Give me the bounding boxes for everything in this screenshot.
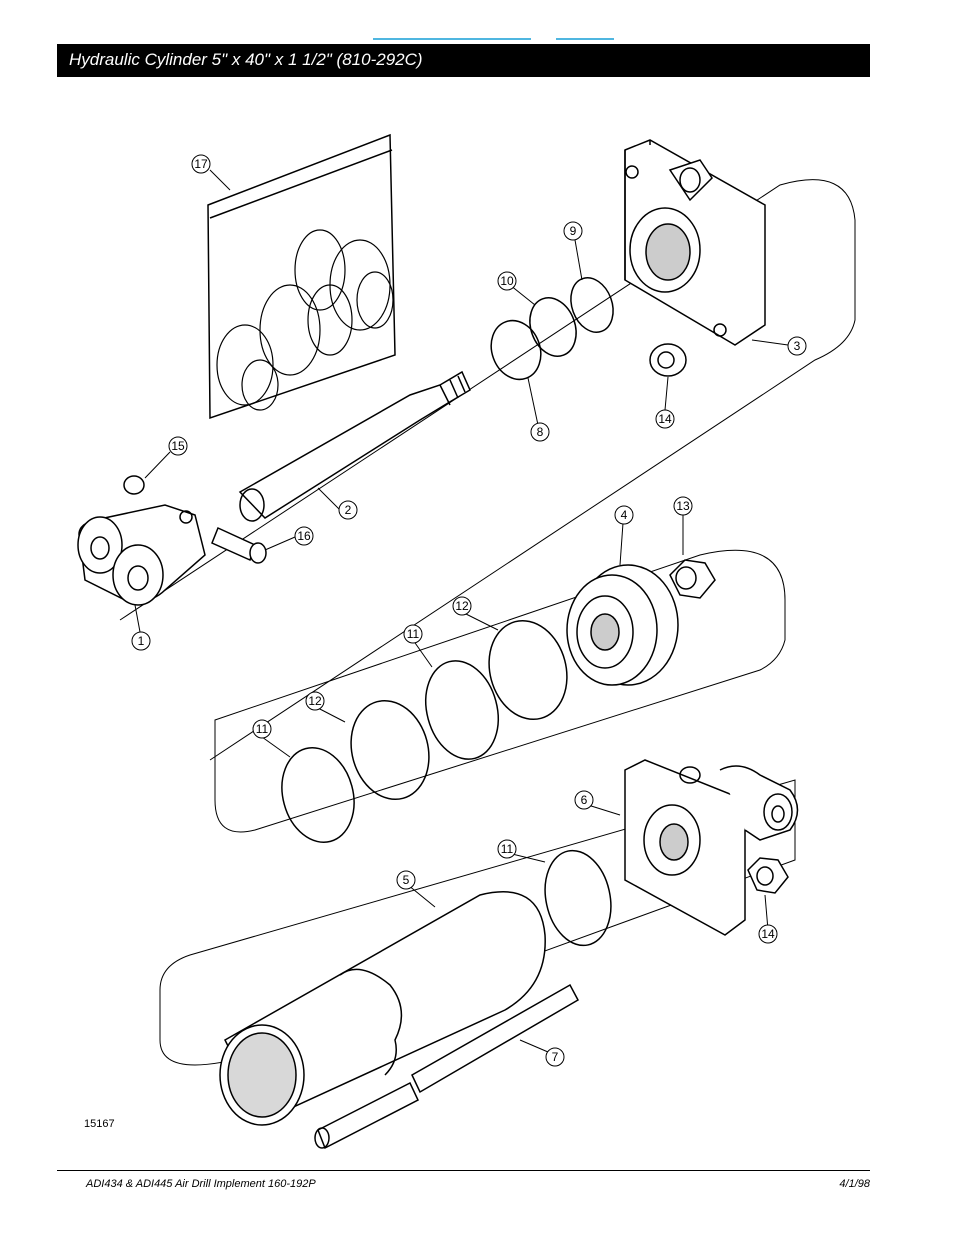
- nut-13: [669, 559, 716, 599]
- callout-12-upper: 12: [452, 596, 472, 616]
- nut-15: [123, 475, 145, 495]
- piston-rod: [238, 370, 471, 522]
- seal-kit-bag: [207, 133, 396, 420]
- callout-12-lower: 12: [305, 691, 325, 711]
- callout-9: 9: [563, 221, 583, 241]
- svg-text:5: 5: [403, 873, 410, 887]
- svg-text:12: 12: [455, 599, 469, 613]
- callout-11-lower: 11: [252, 719, 272, 739]
- callout-17: 17: [191, 154, 211, 174]
- callout-15: 15: [168, 436, 188, 456]
- seal-10: [529, 297, 577, 357]
- svg-text:14: 14: [761, 927, 775, 941]
- svg-text:11: 11: [256, 722, 269, 736]
- svg-text:3: 3: [794, 339, 801, 353]
- ring-12-lower: [350, 699, 430, 801]
- callout-1: 1: [131, 631, 151, 651]
- ring-12-upper: [488, 619, 568, 721]
- svg-text:15: 15: [171, 439, 185, 453]
- title-bar: Hydraulic Cylinder 5" x 40" x 1 1/2" (81…: [57, 44, 870, 77]
- ring-11-upper: [425, 660, 499, 760]
- svg-text:11: 11: [501, 842, 514, 856]
- exploded-parts-diagram: 17 10 9 3 14 8 2 15 16 1 4 13 12 11 12 1…: [0, 90, 954, 1150]
- svg-text:2: 2: [345, 503, 352, 517]
- svg-text:13: 13: [676, 499, 690, 513]
- outline-piston-group: [214, 549, 786, 833]
- callout-7: 7: [545, 1047, 565, 1067]
- outline-rod-group: [119, 179, 856, 761]
- ring-11-barrel: [544, 849, 612, 947]
- page-title: Hydraulic Cylinder 5" x 40" x 1 1/2" (81…: [69, 50, 423, 69]
- barrel-tube: [219, 891, 546, 1126]
- seal-8: [490, 319, 542, 381]
- svg-text:17: 17: [194, 157, 208, 171]
- parts-drawing: 17 10 9 3 14 8 2 15 16 1 4 13 12 11 12 1…: [77, 133, 856, 1150]
- svg-text:7: 7: [552, 1050, 559, 1064]
- callout-3: 3: [787, 336, 807, 356]
- piston: [566, 564, 679, 686]
- footer-date: 4/1/98: [839, 1178, 870, 1190]
- top-links: [0, 38, 954, 42]
- footer-document-title: ADI434 & ADI445 Air Drill Implement 160-…: [86, 1178, 316, 1190]
- callout-8: 8: [530, 422, 550, 442]
- svg-text:9: 9: [570, 224, 577, 238]
- svg-text:1: 1: [138, 634, 145, 648]
- bolt-16: [211, 526, 267, 564]
- figure-number: 15167: [84, 1118, 115, 1130]
- callout-5: 5: [396, 870, 416, 890]
- nut-14-lower: [747, 857, 789, 894]
- rod-end-head: [624, 139, 766, 346]
- callout-4: 4: [614, 505, 634, 525]
- svg-text:8: 8: [537, 425, 544, 439]
- base-end: [624, 759, 799, 936]
- callout-16: 16: [294, 526, 314, 546]
- footer-rule: [57, 1170, 870, 1171]
- top-link-1[interactable]: [373, 38, 531, 40]
- callout-2: 2: [338, 500, 358, 520]
- callout-6: 6: [574, 790, 594, 810]
- callout-14-top: 14: [655, 409, 675, 429]
- svg-text:10: 10: [500, 274, 514, 288]
- callout-14-lower: 14: [758, 924, 778, 944]
- svg-text:12: 12: [308, 694, 322, 708]
- callouts: 17 10 9 3 14 8 2 15 16 1 4 13 12 11 12 1…: [131, 154, 807, 1067]
- leader-lines: [134, 169, 789, 1056]
- callout-10: 10: [497, 271, 517, 291]
- callout-13: 13: [673, 496, 693, 516]
- top-link-2[interactable]: [556, 38, 614, 40]
- callout-11-upper: 11: [403, 624, 423, 644]
- ring-11-lower: [281, 747, 355, 843]
- svg-text:6: 6: [581, 793, 588, 807]
- callout-11-barrel: 11: [497, 839, 517, 859]
- svg-text:14: 14: [658, 412, 672, 426]
- svg-text:4: 4: [621, 508, 628, 522]
- tie-rod: [314, 983, 580, 1150]
- svg-text:11: 11: [407, 627, 420, 641]
- seal-9: [570, 277, 614, 333]
- svg-text:16: 16: [297, 529, 311, 543]
- clevis: [77, 504, 206, 606]
- nut-14-top: [649, 343, 687, 377]
